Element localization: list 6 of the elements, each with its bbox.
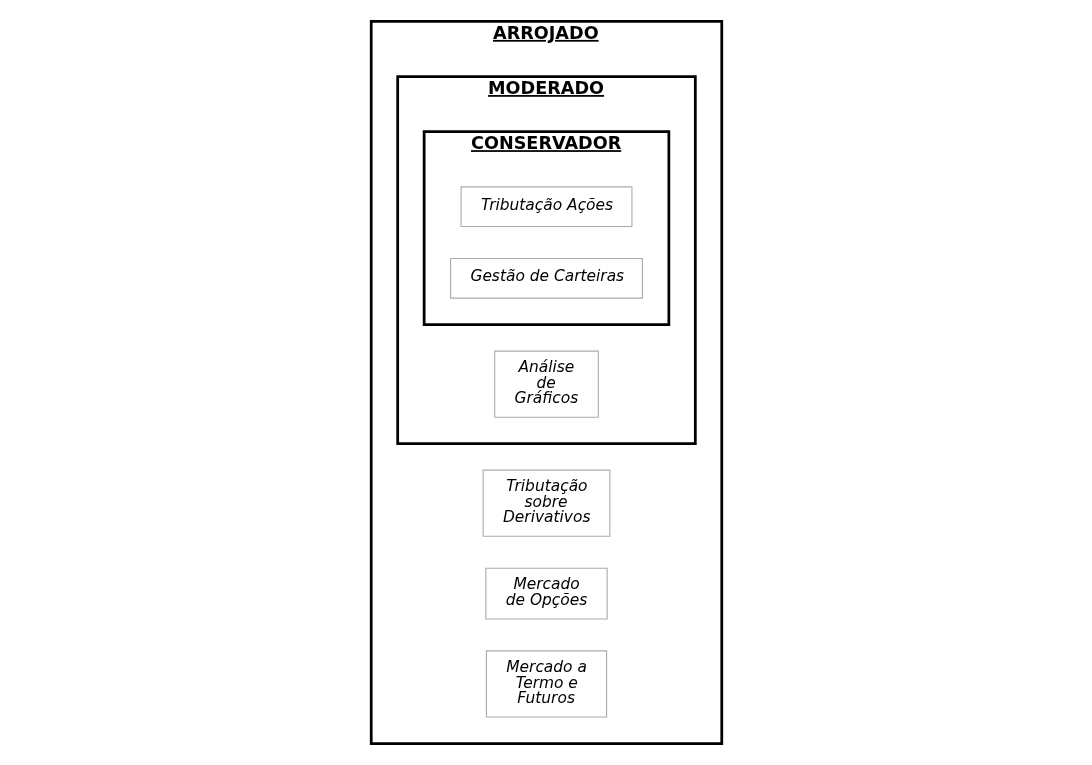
node-box: Análise de Gráficos [493,350,599,418]
node-box: Mercado de Opções [484,567,608,620]
node-box: Mercado a Termo e Futuros [485,650,607,718]
node-box: Tributação sobre Derivativos [482,469,610,537]
node-box: Gestão de Carteiras [449,257,643,299]
node-box: Tributação Ações [460,186,632,228]
